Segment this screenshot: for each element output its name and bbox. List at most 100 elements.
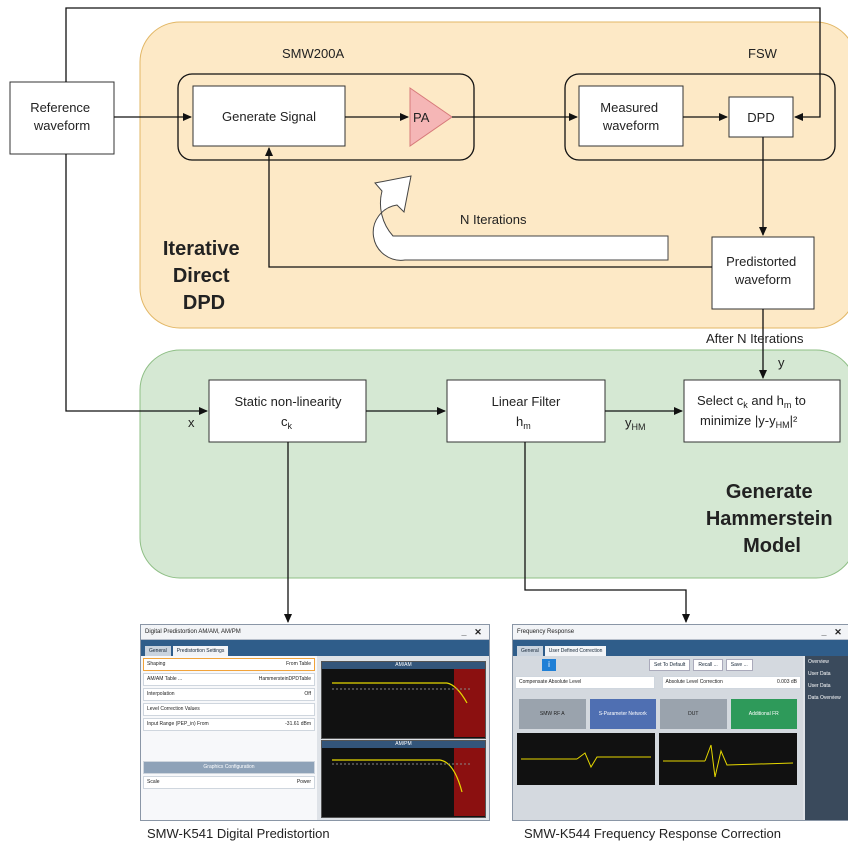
k544-titlebar: Frequency Response _ ✕ <box>513 625 848 640</box>
measured-waveform-box <box>578 85 684 147</box>
svg-text:Measured waveform: Measured waveform <box>600 100 661 133</box>
info-icon[interactable]: i <box>542 659 556 671</box>
tab-general[interactable]: General <box>145 646 171 656</box>
pa-triangle <box>409 87 453 147</box>
ampm-plot-title: AM/PM <box>322 741 485 748</box>
side-user-data-1[interactable]: User Data <box>808 671 831 677</box>
svg-text:Predistorted waveform: Predistorted waveform <box>726 254 800 287</box>
hammerstein-title-1: Generate <box>726 481 813 503</box>
recall-button[interactable]: Recall ... <box>693 659 723 671</box>
iterative-title-3: DPD <box>183 292 225 314</box>
dpd-box <box>728 96 794 138</box>
k541-caption: SMW-K541 Digital Predistortion <box>147 826 330 841</box>
save-button[interactable]: Save ... <box>725 659 753 671</box>
static-label: Static non-linearity <box>235 394 342 409</box>
after-n-label: After N Iterations <box>706 331 804 346</box>
k544-caption: SMW-K544 Frequency Response Correction <box>524 826 781 841</box>
chain-dut: DUT <box>660 699 727 729</box>
ampm-plot: AM/PM <box>321 740 486 818</box>
k544-tabs: General User Defined Correction <box>513 640 848 656</box>
k544-title: Frequency Response <box>517 629 575 635</box>
ref-to-dpd-feedback <box>65 7 821 121</box>
graphics-config-header: Graphics Configuration <box>143 761 315 774</box>
magnitude-plot <box>517 733 655 785</box>
measured-label-1: Measured <box>600 100 658 115</box>
k541-titlebar: Digital Predistortion AM/AM, AM/PM _ ✕ <box>141 625 489 640</box>
k544-toolbar: i Set To Default Recall ... Save ... <box>516 659 800 671</box>
iterative-title-2: Direct <box>173 265 230 287</box>
set-default-button[interactable]: Set To Default <box>649 659 691 671</box>
predistorted-label-1: Predistorted <box>726 254 796 269</box>
side-overview[interactable]: Overview <box>808 659 829 665</box>
pa-label: PA <box>413 110 430 125</box>
linear-hm: hm <box>516 414 531 431</box>
linear-label: Linear Filter <box>492 394 561 409</box>
predistorted-waveform-box <box>711 236 815 310</box>
amam-plot-title: AM/AM <box>322 662 485 669</box>
dpd-label: DPD <box>747 110 774 125</box>
tab-predistortion-settings[interactable]: Predistortion Settings <box>172 646 229 656</box>
iteration-loop-arrow <box>372 175 669 261</box>
k544-plots <box>517 733 799 785</box>
amam-curve <box>332 669 485 737</box>
ampm-curve <box>332 748 485 816</box>
level-correction-row[interactable]: Level Correction Values <box>143 703 315 716</box>
k544-screenshot: Frequency Response _ ✕ General User Defi… <box>512 624 848 821</box>
k541-screenshot: Digital Predistortion AM/AM, AM/PM _ ✕ G… <box>140 624 490 821</box>
smw-label: SMW200A <box>282 46 344 61</box>
minimize-icon[interactable]: _ <box>821 627 827 637</box>
close-icon[interactable]: ✕ <box>474 626 482 637</box>
minimize-icon[interactable]: _ <box>461 627 467 637</box>
x-label: x <box>188 415 195 430</box>
k541-title: Digital Predistortion AM/AM, AM/PM <box>145 629 241 635</box>
svg-text:Reference waveform: Reference waveform <box>30 100 94 133</box>
generate-signal-label: Generate Signal <box>222 109 316 124</box>
select-line-1: Select ck and hm to <box>697 393 806 410</box>
select-box <box>683 379 841 443</box>
reference-waveform-box <box>9 81 115 155</box>
static-nonlinearity-box <box>208 379 367 443</box>
input-range-row[interactable]: Input Range (PEP_in) From-31.61 dBm <box>143 718 315 731</box>
k544-main-pane: i Set To Default Recall ... Save ... Com… <box>513 656 803 820</box>
k544-level-row: Compensate Absolute Level Absolute Level… <box>513 674 803 691</box>
static-ck: ck <box>281 414 293 431</box>
hammerstein-title-2: Hammerstein <box>706 508 833 530</box>
close-icon[interactable]: ✕ <box>834 626 842 637</box>
k544-side-panel: Overview User Data User Data Data Overvi… <box>805 656 848 820</box>
predistorted-to-generate-arrow <box>265 147 712 268</box>
y-label: y <box>778 355 785 370</box>
hammerstein-title-3: Model <box>743 535 801 557</box>
compensate-row[interactable]: Compensate Absolute Level <box>515 676 655 689</box>
select-line-2: minimize |y-yHM|² <box>700 413 798 430</box>
k541-tabs: General Predistortion Settings <box>141 640 489 656</box>
k544-chain: SMW RF A S-Parameter Network DUT Additio… <box>519 699 797 729</box>
reference-label-2: waveform <box>33 118 90 133</box>
amam-plot: AM/AM <box>321 661 486 739</box>
tab-user-defined-correction[interactable]: User Defined Correction <box>544 646 607 656</box>
chain-smw-rf: SMW RF A <box>519 699 586 729</box>
fsw-label: FSW <box>748 46 778 61</box>
iterative-title-1: Iterative <box>163 238 240 260</box>
predistorted-label-2: waveform <box>734 272 791 287</box>
reference-label-1: Reference <box>30 100 90 115</box>
generate-signal-box <box>192 85 346 147</box>
linear-filter-box <box>446 379 606 443</box>
linear-to-k544-arrow <box>524 442 690 623</box>
tab-general[interactable]: General <box>517 646 543 656</box>
ref-to-static-arrow <box>65 154 208 415</box>
phase-plot <box>659 733 797 785</box>
chain-sparam: S-Parameter Network <box>589 699 656 729</box>
side-data-overview[interactable]: Data Overview <box>808 695 841 701</box>
side-user-data-2[interactable]: User Data <box>808 683 831 689</box>
n-iterations-label: N Iterations <box>460 212 527 227</box>
amam-table-row[interactable]: AM/AM Table ...HammersteinDPDTable <box>143 673 315 686</box>
yhm-label: yHM <box>625 415 646 432</box>
chain-additional-fr: Additional FR <box>730 699 797 729</box>
measured-label-2: waveform <box>602 118 659 133</box>
